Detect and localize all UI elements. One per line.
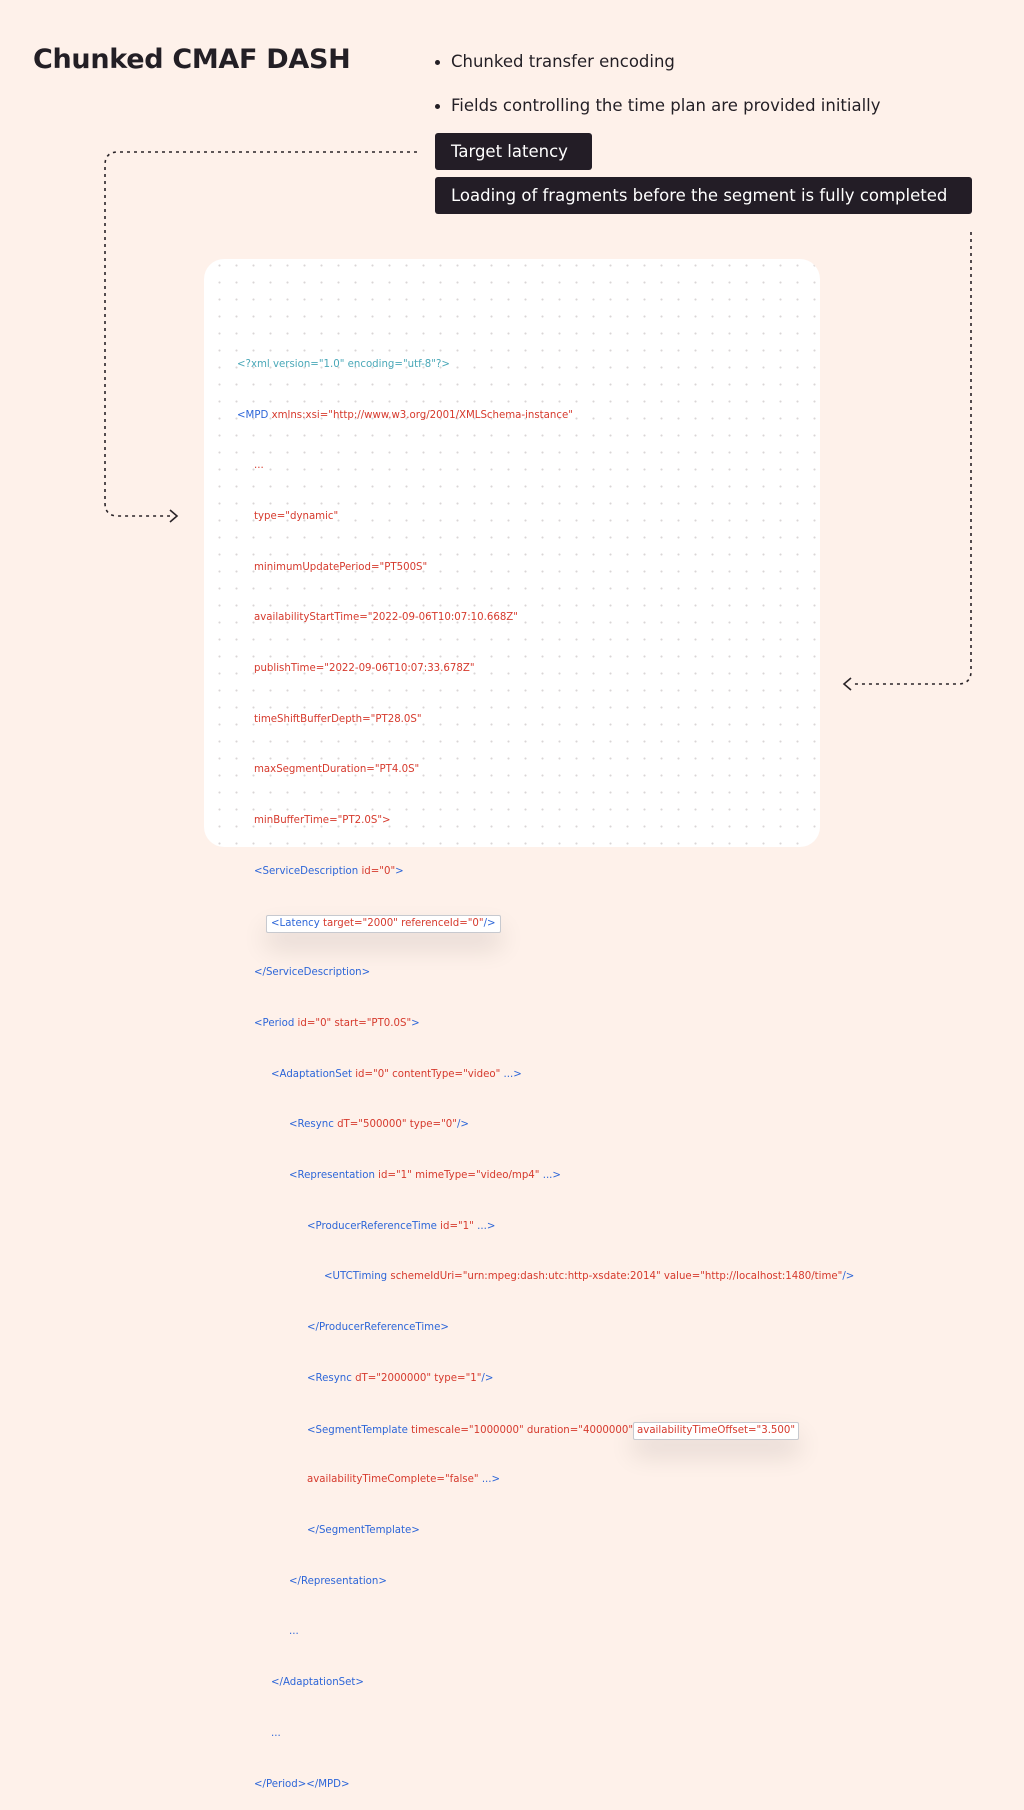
code-line-adaptation-set-close: </AdaptationSet> [271,1677,364,1689]
code-line-resync-1: <Resync dT="500000" type="0"/> [289,1119,469,1131]
code-line-service-desc: <ServiceDescription id="0"> [254,865,404,877]
feature-list: Chunked transfer encoding Fields control… [433,50,881,138]
code-line-period-mpd-close: </Period></MPD> [254,1778,350,1790]
code-line-period: <Period id="0" start="PT0.0S"> [254,1017,420,1029]
code-line-adaptation-set: <AdaptationSet id="0" contentType="video… [271,1068,522,1080]
code-line-producer-ref-close: </ProducerReferenceTime> [307,1322,449,1334]
code-line-ellipsis-2: ... [289,1626,299,1638]
code-line-representation: <Representation id="1" mimeType="video/m… [289,1170,561,1182]
code-line-mbt: minBufferTime="PT2.0S"> [254,815,391,827]
code-line-ellipsis-1: ... [254,460,264,472]
code-card [204,259,820,847]
code-line-ast: availabilityStartTime="2022-09-06T10:07:… [254,612,518,624]
code-line-publish: publishTime="2022-09-06T10:07:33.678Z" [254,663,475,675]
code-line-time-complete: availabilityTimeComplete="false" ...> [307,1474,501,1486]
availability-offset-highlight: availabilityTimeOffset="3.500" [633,1421,800,1441]
latency-highlight: <Latency target="2000" referenceId="0"/> [266,914,501,934]
mpd-xml-code: <?xml version="1.0" encoding="utf-8"?> <… [237,323,854,1810]
loading-fragments-label: Loading of fragments before the segment … [435,177,972,214]
code-line-latency: <Latency target="2000" referenceId="0"/> [237,914,854,934]
code-line-type: type="dynamic" [254,510,339,522]
code-line-ellipsis-3: ... [271,1727,281,1739]
code-line-decl: <?xml version="1.0" encoding="utf-8"?> [237,358,450,370]
target-latency-label: Target latency [435,133,592,170]
connector-lines [104,151,972,691]
code-line-representation-close: </Representation> [289,1575,387,1587]
fragments-arrowhead [842,677,852,691]
bullet-chunked-transfer: Chunked transfer encoding [433,50,881,94]
code-line-service-desc-close: </ServiceDescription> [254,967,371,979]
page-title: Chunked CMAF DASH [33,44,351,75]
code-line-producer-ref: <ProducerReferenceTime id="1" ...> [307,1220,496,1232]
code-line-mpd: <MPD xmlns:xsi="http://www.w3.org/2001/X… [237,409,573,421]
latency-connector [104,151,417,517]
fragments-connector [853,232,972,685]
bullet-time-plan-fields: Fields controlling the time plan are pro… [433,94,881,138]
code-line-min-update: minimumUpdatePeriod="PT500S" [254,561,428,573]
code-line-tsbd: timeShiftBufferDepth="PT28.0S" [254,713,422,725]
code-line-msd: maxSegmentDuration="PT4.0S" [254,764,420,776]
code-line-segment-template: <SegmentTemplate timescale="1000000" dur… [237,1421,854,1441]
code-line-utc-timing: <UTCTiming schemeIdUri="urn:mpeg:dash:ut… [324,1271,855,1283]
latency-arrowhead [169,509,179,523]
code-line-resync-2: <Resync dT="2000000" type="1"/> [307,1372,494,1384]
code-line-segment-template-close: </SegmentTemplate> [307,1524,420,1536]
